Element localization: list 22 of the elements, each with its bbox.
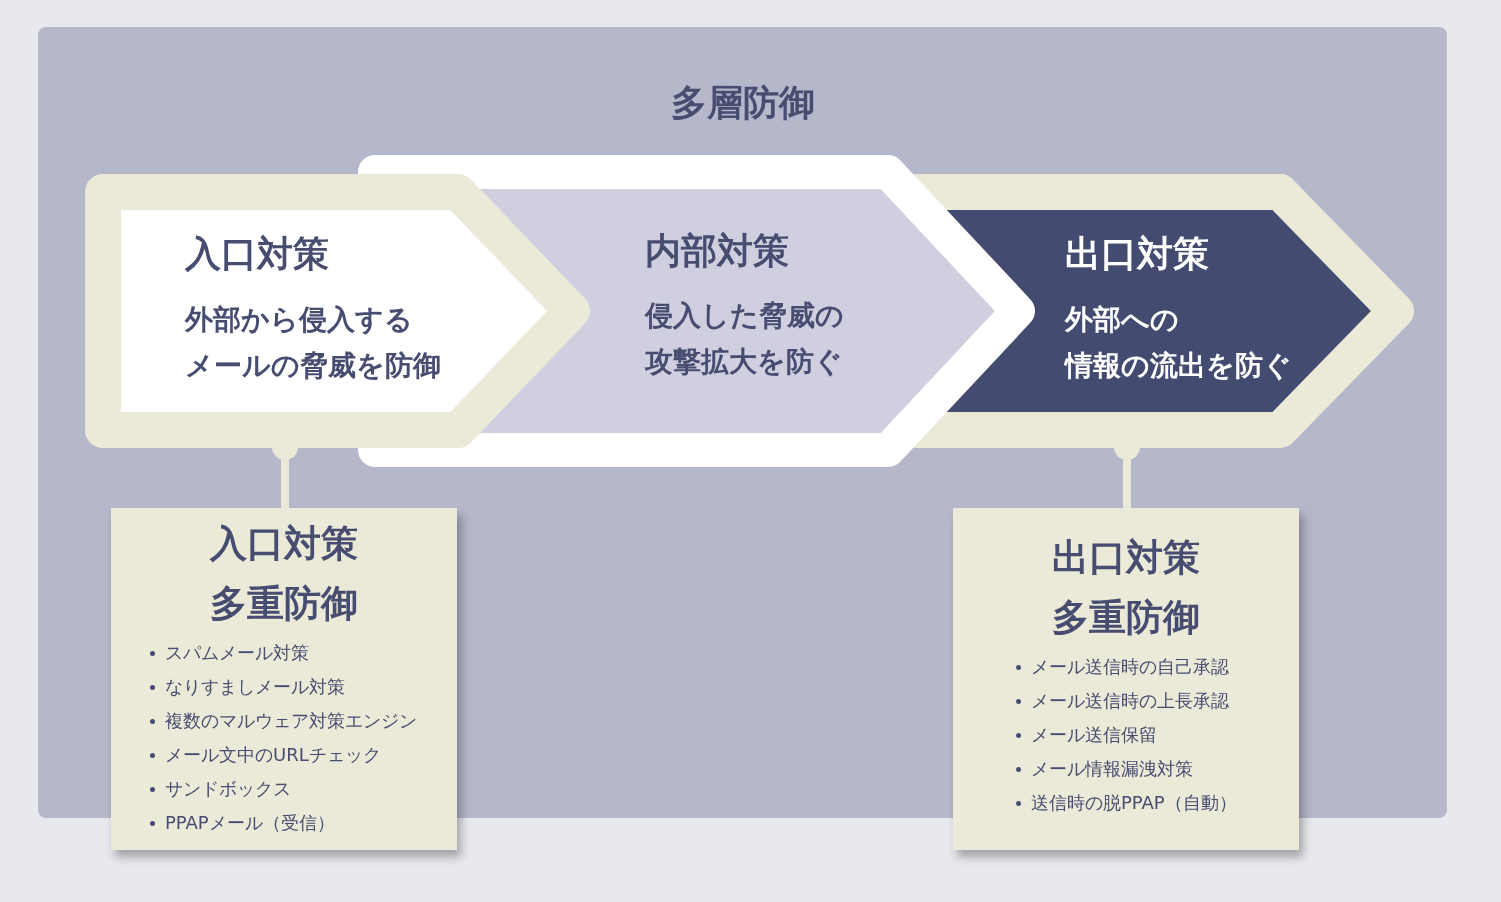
- list-item: スパムメール対策: [147, 641, 309, 665]
- description: 外部から侵入するメールの脅威を防御: [185, 302, 441, 384]
- list-item: メール送信時の自己承認: [1013, 655, 1229, 679]
- heading: 入口対策: [185, 232, 329, 276]
- list-item: 送信時の脱PPAP（自動）: [1013, 791, 1237, 815]
- list-item: メール文中のURLチェック: [147, 743, 381, 767]
- card-heading: 入口対策多重防御: [208, 521, 359, 627]
- heading: 内部対策: [645, 229, 789, 273]
- card-heading: 出口対策多重防御: [1051, 535, 1201, 641]
- info-card: [111, 508, 457, 850]
- list-item: 複数のマルウェア対策エンジン: [147, 709, 417, 733]
- list-item: PPAPメール（受信）: [147, 811, 335, 835]
- info-card: [953, 508, 1299, 850]
- list-item: メール送信時の上長承認: [1013, 689, 1229, 713]
- list-item: メール送信保留: [1013, 723, 1157, 747]
- heading: 出口対策: [1065, 232, 1209, 276]
- list-item: サンドボックス: [147, 777, 291, 801]
- panel-title: 多層防御: [671, 81, 815, 125]
- description: 外部への情報の流出を防ぐ: [1065, 302, 1292, 384]
- list-item: メール情報漏洩対策: [1013, 757, 1193, 781]
- description: 侵入した脅威の攻撃拡大を防ぐ: [645, 298, 844, 380]
- list-item: なりすましメール対策: [147, 675, 345, 699]
